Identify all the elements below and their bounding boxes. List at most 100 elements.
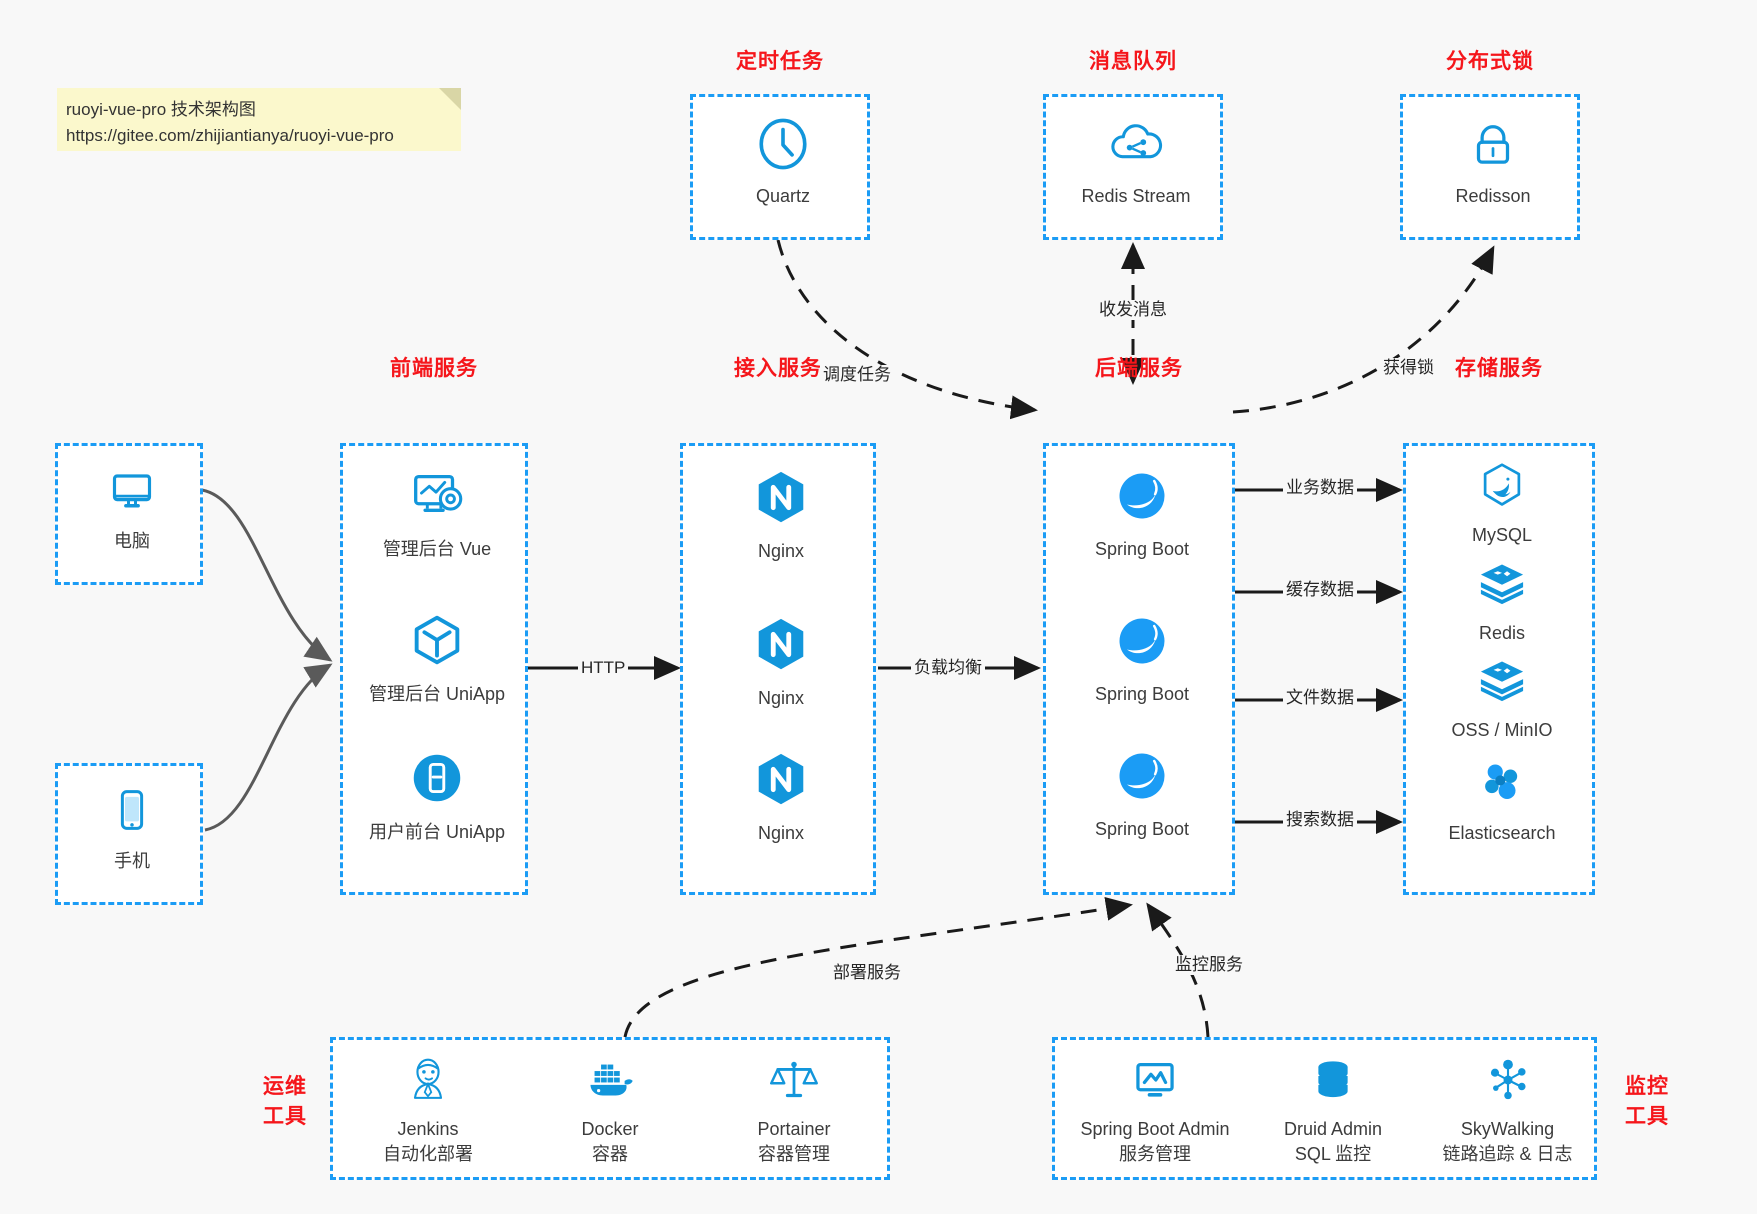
scales-balance-icon — [768, 1054, 820, 1111]
desktop-monitor-icon — [104, 462, 160, 523]
node-label: Redis — [1478, 623, 1526, 643]
node-label: Spring Boot — [1094, 684, 1190, 704]
node-admin-uniapp[interactable]: 管理后台 UniApp — [343, 609, 531, 707]
info-note: ruoyi-vue-pro 技术架构图 https://gitee.com/zh… — [57, 88, 461, 151]
group-title-devops-line1: 运维 — [263, 1075, 307, 1098]
group-title-monitor-line1: 监控 — [1625, 1075, 1669, 1098]
node-label: Elasticsearch — [1448, 823, 1556, 843]
group-title-gateway: 接入服务 — [734, 357, 822, 380]
group-title-scheduler: 定时任务 — [736, 50, 824, 73]
node-label: Quartz — [755, 186, 811, 206]
docker-whale-icon — [584, 1054, 636, 1111]
node-elasticsearch[interactable]: Elasticsearch — [1406, 756, 1598, 846]
edge-label-send-receive-message: 收发消息 — [1096, 300, 1170, 320]
group-box-backend: Spring Boot Spring Boot Spring Boot — [1043, 443, 1235, 895]
node-label: Docker — [581, 1119, 639, 1139]
node-label: SkyWalking — [1460, 1119, 1555, 1139]
cloud-stream-icon — [1107, 115, 1165, 178]
clock-icon — [754, 115, 812, 178]
edge-label-file-data: 文件数据 — [1283, 688, 1357, 708]
edge-label-http: HTTP — [578, 658, 629, 678]
group-title-monitor: 监控 工具 — [1612, 1072, 1682, 1132]
note-fold-corner — [439, 88, 461, 110]
node-quartz[interactable]: Quartz — [693, 115, 873, 209]
node-label: Nginx — [757, 688, 805, 708]
node-label: Redisson — [1455, 186, 1531, 206]
node-redis[interactable]: Redis — [1406, 556, 1598, 646]
node-user-uniapp[interactable]: 用户前台 UniApp — [343, 747, 531, 845]
edge-label-schedule-task: 调度任务 — [820, 365, 894, 385]
edge-label-monitor-service: 监控服务 — [1172, 955, 1246, 975]
note-url: https://gitee.com/zhijiantianya/ruoyi-vu… — [66, 126, 394, 145]
node-mysql[interactable]: MySQL — [1406, 458, 1598, 548]
group-title-monitor-line2: 工具 — [1625, 1105, 1669, 1128]
node-sublabel: 容器管理 — [758, 1144, 830, 1164]
node-docker[interactable]: Docker 容器 — [523, 1054, 697, 1167]
group-title-storage: 存储服务 — [1455, 357, 1543, 380]
group-box-storage: MySQL Redis — [1403, 443, 1595, 895]
node-spring-boot-admin[interactable]: Spring Boot Admin 服务管理 — [1055, 1054, 1255, 1167]
spring-boot-icon — [1112, 746, 1172, 811]
node-druid-admin[interactable]: Druid Admin SQL 监控 — [1248, 1054, 1418, 1167]
jenkins-butler-icon — [402, 1054, 454, 1111]
node-portainer[interactable]: Portainer 容器管理 — [707, 1054, 881, 1167]
cube-icon — [406, 609, 468, 676]
node-mobile[interactable]: 手机 — [58, 782, 206, 874]
node-skywalking[interactable]: SkyWalking 链路追踪 & 日志 — [1415, 1054, 1600, 1167]
node-admin-vue[interactable]: 管理后台 Vue — [343, 464, 531, 562]
node-label: Jenkins — [397, 1119, 459, 1139]
elasticsearch-icon — [1475, 756, 1529, 815]
node-sublabel: 容器 — [592, 1144, 628, 1164]
edge-label-search-data: 搜索数据 — [1283, 810, 1357, 830]
node-oss-minio[interactable]: OSS / MinIO — [1406, 653, 1598, 743]
node-jenkins[interactable]: Jenkins 自动化部署 — [341, 1054, 515, 1167]
node-nginx-3[interactable]: Nginx — [683, 748, 879, 846]
node-sublabel: 链路追踪 & 日志 — [1442, 1144, 1573, 1164]
group-box-devops: Jenkins 自动化部署 Docker — [330, 1037, 890, 1180]
node-spring-boot-1[interactable]: Spring Boot — [1046, 466, 1238, 562]
group-box-mobile: 手机 — [55, 763, 203, 905]
edge-label-business-data: 业务数据 — [1283, 478, 1357, 498]
object-storage-icon — [1475, 653, 1529, 712]
group-box-pc: 电脑 — [55, 443, 203, 585]
redis-stack-icon — [1475, 556, 1529, 615]
group-box-monitor: Spring Boot Admin 服务管理 Druid Admin SQL 监… — [1052, 1037, 1597, 1180]
node-label: Spring Boot Admin — [1080, 1119, 1230, 1139]
network-nodes-icon — [1482, 1054, 1534, 1111]
node-redis-stream[interactable]: Redis Stream — [1046, 115, 1226, 209]
mobile-app-icon — [406, 747, 468, 814]
node-label: MySQL — [1471, 525, 1532, 545]
edge-label-load-balance: 负载均衡 — [911, 658, 985, 678]
group-box-mq: Redis Stream — [1043, 94, 1223, 240]
node-spring-boot-3[interactable]: Spring Boot — [1046, 746, 1238, 842]
padlock-icon — [1464, 115, 1522, 178]
node-nginx-2[interactable]: Nginx — [683, 613, 879, 711]
dashboard-settings-icon — [406, 464, 468, 531]
node-spring-boot-2[interactable]: Spring Boot — [1046, 611, 1238, 707]
node-label: OSS / MinIO — [1451, 720, 1553, 740]
group-box-lock: Redisson — [1400, 94, 1580, 240]
edge-label-acquire-lock: 获得锁 — [1380, 358, 1437, 378]
node-redisson[interactable]: Redisson — [1403, 115, 1583, 209]
group-title-lock: 分布式锁 — [1446, 50, 1534, 73]
nginx-icon — [750, 466, 812, 533]
node-sublabel: 服务管理 — [1119, 1144, 1191, 1164]
spring-boot-icon — [1112, 611, 1172, 676]
node-label: Spring Boot — [1094, 819, 1190, 839]
nginx-icon — [750, 613, 812, 680]
note-title: ruoyi-vue-pro 技术架构图 — [66, 100, 256, 119]
smartphone-icon — [104, 782, 160, 843]
group-title-devops-line2: 工具 — [263, 1105, 307, 1128]
node-pc[interactable]: 电脑 — [58, 462, 206, 554]
node-label: Spring Boot — [1094, 539, 1190, 559]
database-stack-icon — [1307, 1054, 1359, 1111]
node-nginx-1[interactable]: Nginx — [683, 466, 879, 564]
node-label: 管理后台 Vue — [382, 539, 492, 559]
node-label: Druid Admin — [1283, 1119, 1383, 1139]
node-label: 手机 — [114, 851, 150, 871]
mysql-dolphin-icon — [1475, 458, 1529, 517]
group-box-frontend: 管理后台 Vue 管理后台 UniApp 用户前台 UniApp — [340, 443, 528, 895]
group-box-scheduler: Quartz — [690, 94, 870, 240]
node-label: Nginx — [757, 541, 805, 561]
